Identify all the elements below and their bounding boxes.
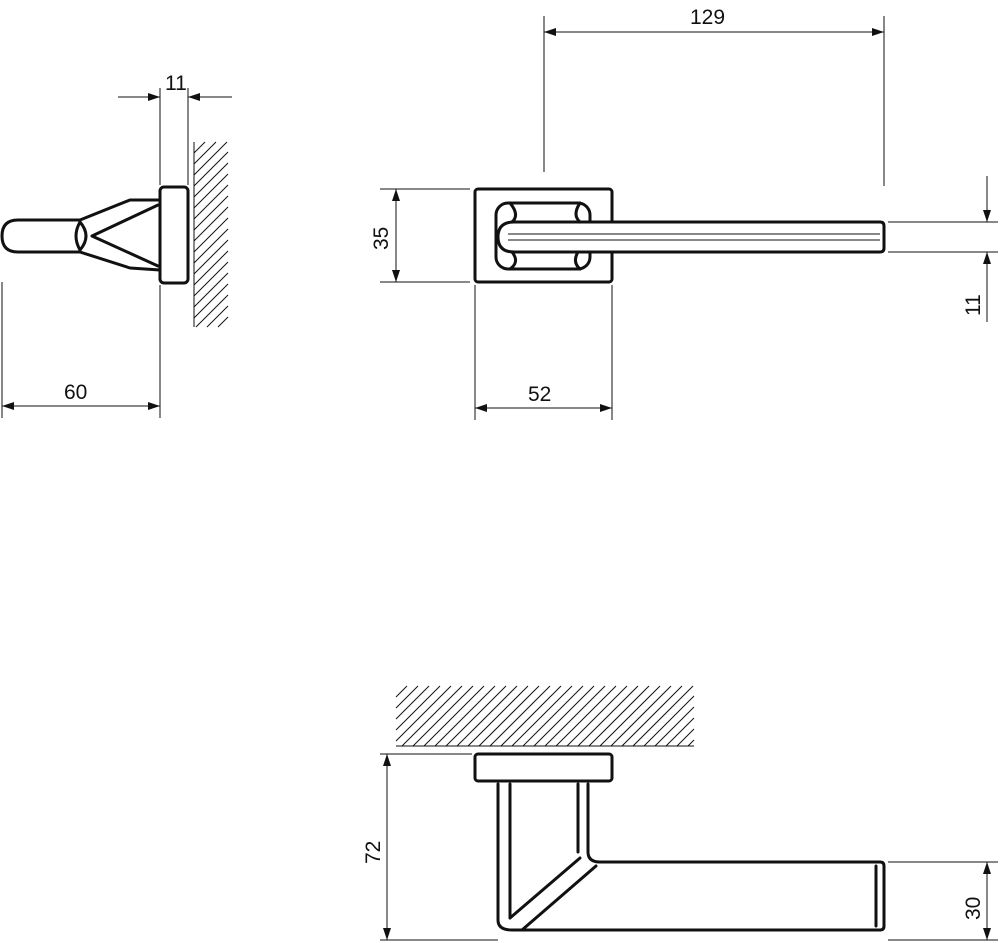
front-lever-length-label: 129 xyxy=(690,6,725,29)
side-top-width-label: 11 xyxy=(165,72,187,95)
bottom-view: 72 30 xyxy=(362,685,998,941)
side-lever-inner xyxy=(74,203,160,268)
side-view: 11 60 xyxy=(0,72,232,418)
bottom-wall-hatch xyxy=(395,685,695,747)
front-rose-width-label: 52 xyxy=(528,383,551,406)
side-rose xyxy=(158,185,190,285)
side-length-label: 60 xyxy=(64,381,87,404)
front-grip-height-label: 11 xyxy=(962,294,985,316)
bottom-projection-label: 72 xyxy=(362,841,385,864)
front-rose-height-label: 35 xyxy=(370,227,393,250)
side-wall-hatch xyxy=(193,141,229,328)
front-view: 129 35 52 11 xyxy=(370,6,998,420)
side-lever xyxy=(0,198,162,272)
bottom-lever xyxy=(496,782,886,932)
front-lever xyxy=(496,220,886,254)
bottom-rose xyxy=(473,752,614,783)
bottom-grip-height-label: 30 xyxy=(962,897,985,920)
